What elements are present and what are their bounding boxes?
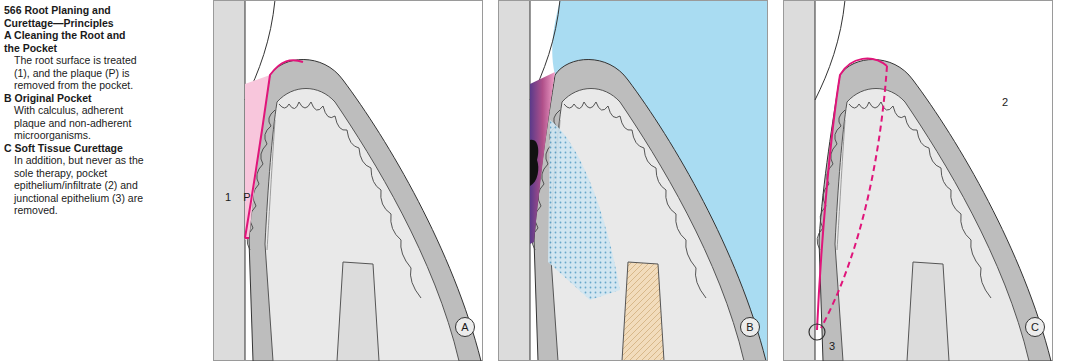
callout-number: 1 <box>225 191 231 203</box>
item-heading: A Cleaning the Root and the Pocket <box>4 29 144 54</box>
panel-c <box>783 0 1053 361</box>
item-text: The root surface is treated (1), and the… <box>4 54 144 92</box>
figure-title: 566 Root Planing and Curettage—Principle… <box>4 4 144 29</box>
panel-b <box>498 0 768 361</box>
item-heading: C Soft Tissue Curettage <box>4 142 144 155</box>
item-text: In addition, but never as the sole thera… <box>4 154 144 217</box>
panel-letter-circle: A <box>455 317 475 337</box>
panel-letter-circle: C <box>1025 317 1045 337</box>
item-text: With calculus, adherent plaque and non-a… <box>4 104 144 142</box>
callout-number: 3 <box>829 340 835 352</box>
panel-letter-circle: B <box>740 317 760 337</box>
panel-letter: B <box>746 322 753 333</box>
panel-letter: C <box>1031 322 1039 333</box>
caption-column: 566 Root Planing and Curettage—Principle… <box>4 4 144 217</box>
item-heading: B Original Pocket <box>4 92 144 105</box>
panel-a <box>213 0 483 361</box>
callout-number: P <box>243 191 250 203</box>
panel-letter: A <box>461 322 468 333</box>
callout-number: 2 <box>1002 96 1008 108</box>
